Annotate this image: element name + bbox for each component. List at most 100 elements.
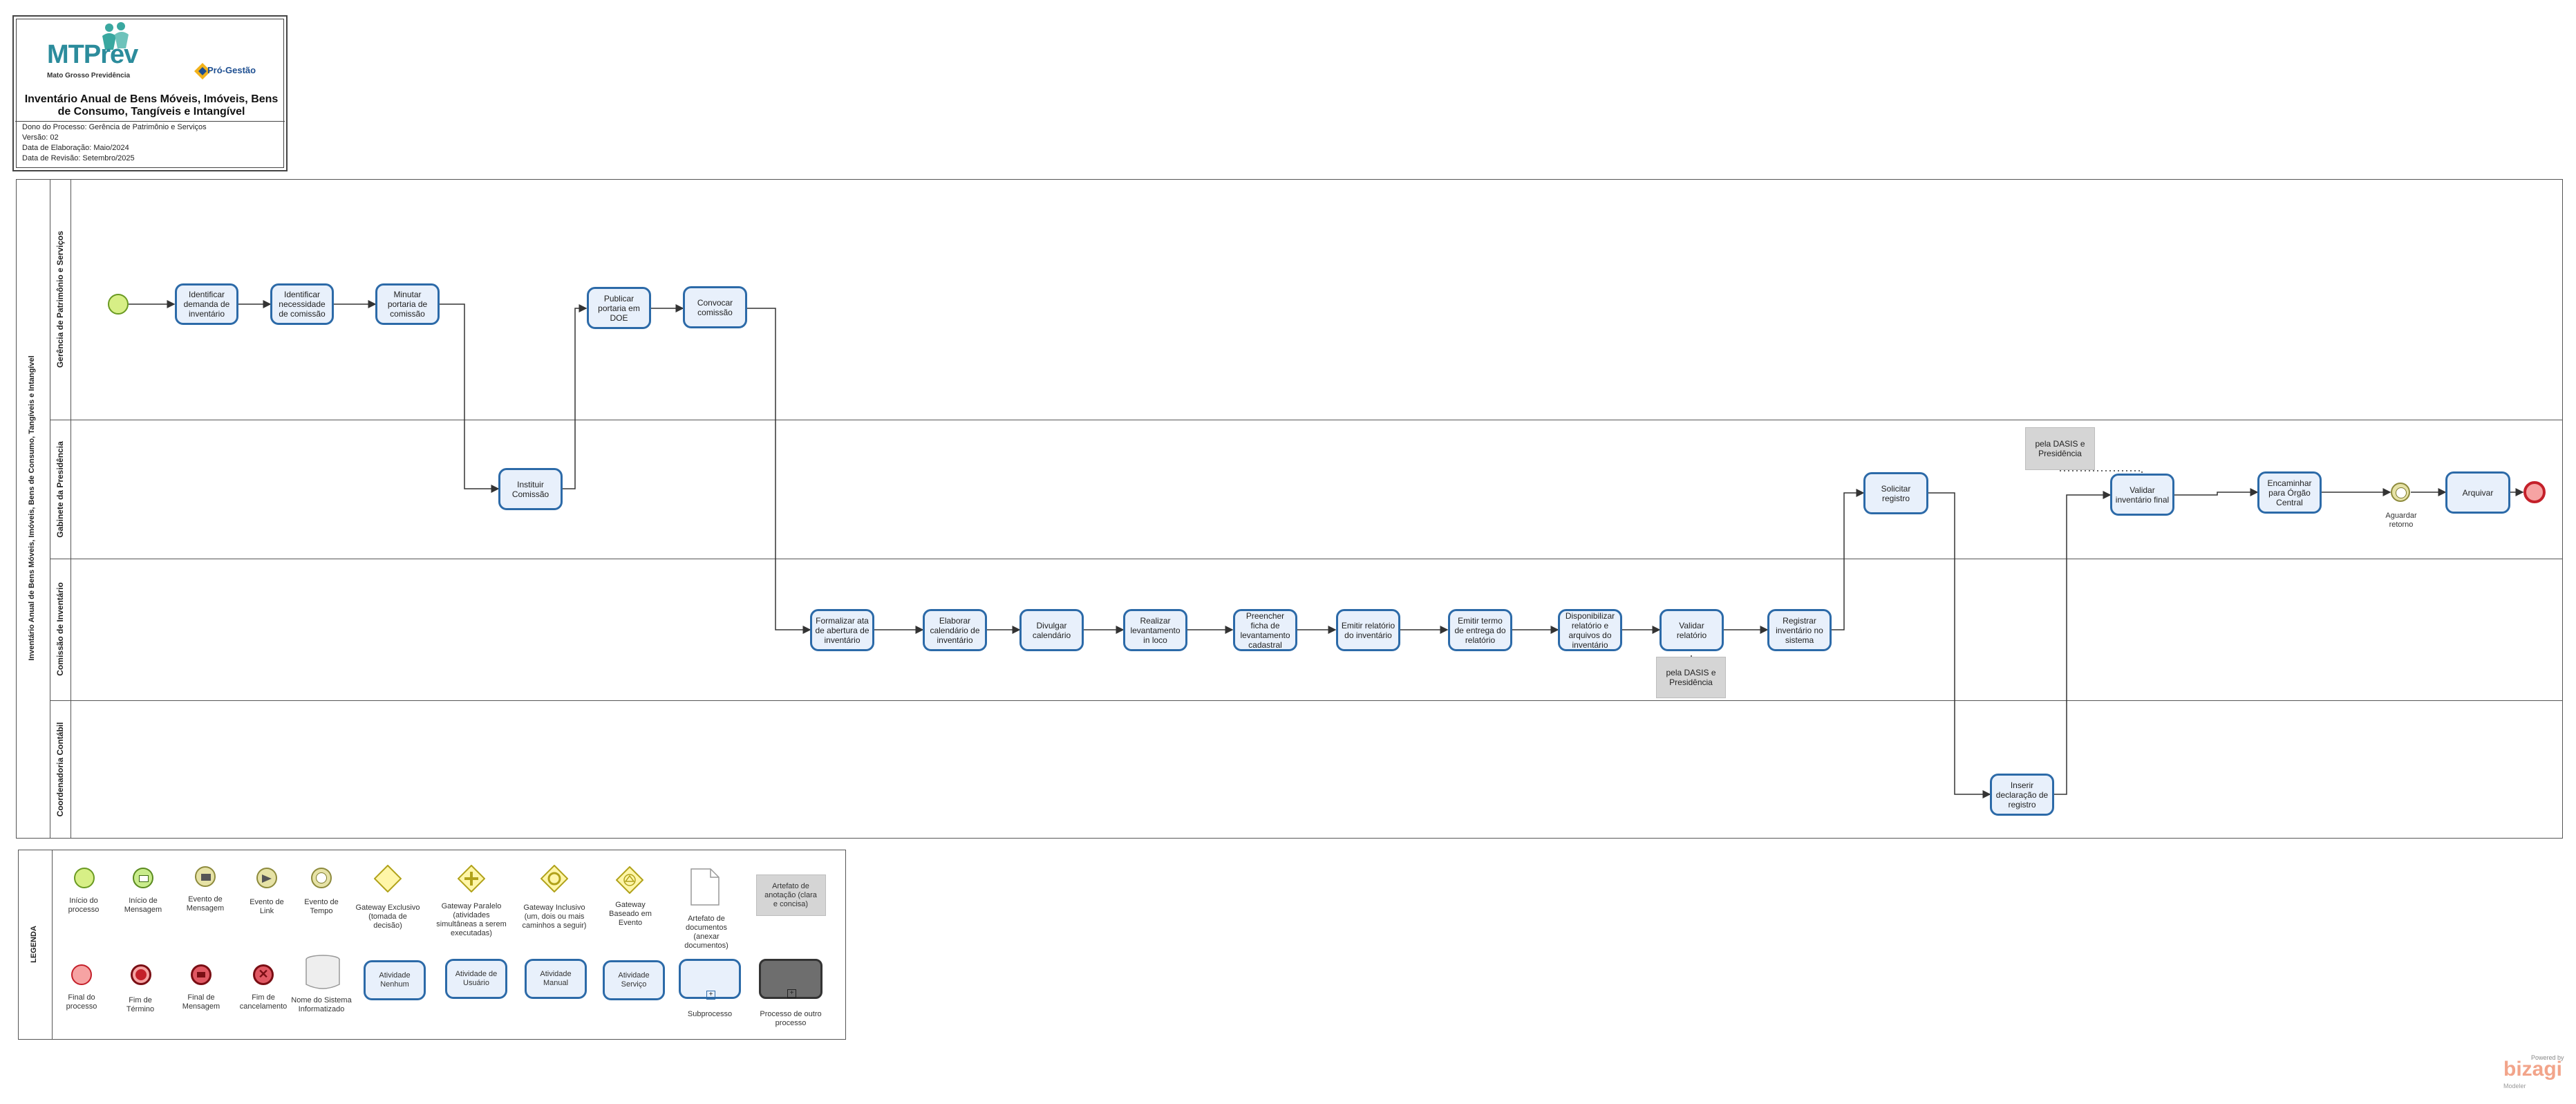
flow-t6-t7 (747, 308, 811, 634)
task-convocar-comissao[interactable]: Convocar comissão (683, 286, 747, 328)
end-event (2523, 481, 2546, 503)
annotation-dasis-1: pela DASIS e Presidência (2025, 427, 2095, 470)
task-divulgar-calendario[interactable]: Divulgar calendário (1019, 609, 1084, 651)
legend-end-icon (71, 964, 92, 985)
legend-label-other-process: Processo de outro processo (760, 1010, 822, 1027)
legend-label-gateway-exclusive: Gateway Exclusivo (tomada de decisão) (355, 904, 420, 930)
meta-owner: Dono do Processo: Gerência de Patrimônio… (22, 123, 207, 131)
legend-task-none-icon (364, 960, 426, 1000)
mtprev-logo: MTPrev Mato Grosso Previdência (41, 21, 145, 83)
legend-gateway-inclusive-icon (540, 865, 568, 892)
task-validar-relatorio[interactable]: Validar relatório (1660, 609, 1724, 651)
lane-divider-3 (50, 700, 2563, 701)
legend-label-link: Evento de Link (250, 898, 284, 915)
legend-label-task-none: Atividade Nenhum (379, 971, 411, 989)
legend-label-subprocess: Subprocesso (687, 1010, 733, 1018)
flow-t17-t18 (1928, 492, 1991, 798)
lane-header-col (50, 179, 71, 839)
legend-label-task-service: Atividade Serviço (618, 971, 650, 989)
flow-t3-t4 (440, 303, 500, 493)
page-title: Inventário Anual de Bens Móveis, Imóveis… (24, 93, 279, 118)
legend-message-end-icon (191, 964, 211, 985)
legend-label-gateway-event: Gateway Baseado em Evento (609, 901, 652, 927)
task-encaminhar-orgao[interactable]: Encaminhar para Órgão Central (2257, 471, 2322, 514)
task-minutar-portaria[interactable]: Minutar portaria de comissão (375, 283, 440, 325)
legend-label-database: Nome do Sistema Informatizado (291, 996, 352, 1013)
legend-title: LEGENDA (30, 926, 38, 963)
legend-task-service-icon (603, 960, 665, 1000)
powered-by-label: Powered by (2531, 1054, 2564, 1061)
legend-label-annotation: Artefato de anotação (clara e concisa) (764, 882, 817, 908)
task-identificar-necessidade[interactable]: Identificar necessidade de comissão (270, 283, 334, 325)
flow-t19-t20 (2174, 488, 2259, 496)
legend-annotation-icon (756, 874, 826, 916)
task-instituir-comissao[interactable]: Instituir Comissão (498, 468, 563, 510)
task-disponibilizar-relatorio[interactable]: Disponibilizar relatório e arquivos do i… (1558, 609, 1622, 651)
task-elaborar-calendario[interactable]: Elaborar calendário de inventário (923, 609, 987, 651)
header-divider (15, 121, 285, 122)
legend-label-cancel: Fim de cancelamento (239, 993, 288, 1011)
legend-message-start-icon (133, 868, 153, 888)
mtprev-figures-icon (102, 22, 129, 50)
legend-label-message-end: Final de Mensagem (182, 993, 220, 1011)
progestao-logo: Pró-Gestão (194, 61, 270, 82)
task-publicar-portaria[interactable]: Publicar portaria em DOE (587, 287, 651, 329)
legend-label-task-manual: Atividade Manual (540, 970, 572, 987)
legend-header-col (18, 850, 53, 1040)
legend-message-event-icon (195, 866, 216, 887)
flow-t16-t17 (1832, 489, 1865, 630)
header-box (12, 15, 288, 171)
task-realizar-levantamento[interactable]: Realizar levantamento in loco (1123, 609, 1187, 651)
task-preencher-ficha[interactable]: Preencher ficha de levantamento cadastra… (1233, 609, 1297, 651)
annotation-dasis-2: pela DASIS e Presidência (1656, 657, 1726, 698)
legend-label-start: Início do processo (68, 897, 100, 914)
pool-header (16, 179, 50, 839)
legend-subprocess-icon: + (679, 959, 741, 1000)
task-registrar-inventario[interactable]: Registrar inventário no sistema (1767, 609, 1832, 651)
timer-event (2391, 483, 2410, 502)
meta-revised: Data de Revisão: Setembro/2025 (22, 154, 135, 162)
legend-label-message-event: Evento de Mensagem (186, 895, 225, 913)
legend-link-event-icon (256, 868, 277, 888)
bizagi-logo-sub: Modeler (2503, 1083, 2526, 1089)
legend-label-document: Artefato de documentos (anexar documento… (684, 915, 728, 950)
task-emitir-relatorio[interactable]: Emitir relatório do inventário (1336, 609, 1400, 651)
task-identificar-demanda[interactable]: Identificar demanda de inventário (175, 283, 238, 325)
legend-timer-icon (311, 868, 332, 888)
mtprev-logo-text: MTPrev (47, 40, 138, 69)
task-formalizar-ata[interactable]: Formalizar ata de abertura de inventário (810, 609, 874, 651)
timer-label: Aguardar retorno (2385, 512, 2417, 529)
mtprev-logo-subtitle: Mato Grosso Previdência (47, 72, 131, 79)
legend-label-gateway-parallel: Gateway Paralelo (atividades simultâneas… (436, 902, 507, 937)
legend-label-end: Final do processo (66, 993, 97, 1011)
plus-icon: + (706, 991, 715, 1000)
legend-database-icon (305, 955, 340, 989)
progestao-logo-text: Pró-Gestão (207, 65, 256, 75)
legend-gateway-parallel-icon (458, 865, 485, 892)
flow-t18-t19 (2054, 491, 2112, 795)
legend-other-process-icon: + (759, 959, 822, 999)
task-inserir-declaracao[interactable]: Inserir declaração de registro (1990, 774, 2054, 816)
legend-task-manual-icon (525, 959, 587, 999)
task-emitir-termo[interactable]: Emitir termo de entrega do relatório (1448, 609, 1512, 651)
legend-start-icon (74, 868, 95, 888)
progestao-diamond-icon (194, 63, 211, 79)
header-meta: Dono do Processo: Gerência de Patrimônio… (22, 122, 207, 164)
meta-created: Data de Elaboração: Maio/2024 (22, 144, 129, 152)
flow-t4-t5 (563, 304, 587, 489)
task-validar-inventario-final[interactable]: Validar inventário final (2110, 474, 2174, 516)
task-solicitar-registro[interactable]: Solicitar registro (1863, 472, 1928, 514)
legend-document-icon (690, 868, 720, 906)
legend-cancel-end-icon: ✕ (253, 964, 274, 985)
legend-label-terminate: Fim de Término (126, 996, 155, 1013)
legend-label-gateway-inclusive: Gateway Inclusivo (um, dois ou mais cami… (522, 904, 587, 930)
start-event (108, 294, 129, 315)
plus-icon: + (787, 989, 796, 998)
meta-version: Versão: 02 (22, 133, 59, 142)
legend-task-user-icon (445, 959, 507, 999)
legend-label-task-user: Atividade de Usuário (455, 970, 498, 987)
pool (16, 179, 2563, 839)
task-arquivar[interactable]: Arquivar (2445, 471, 2510, 514)
legend-gateway-exclusive-icon (374, 865, 402, 892)
